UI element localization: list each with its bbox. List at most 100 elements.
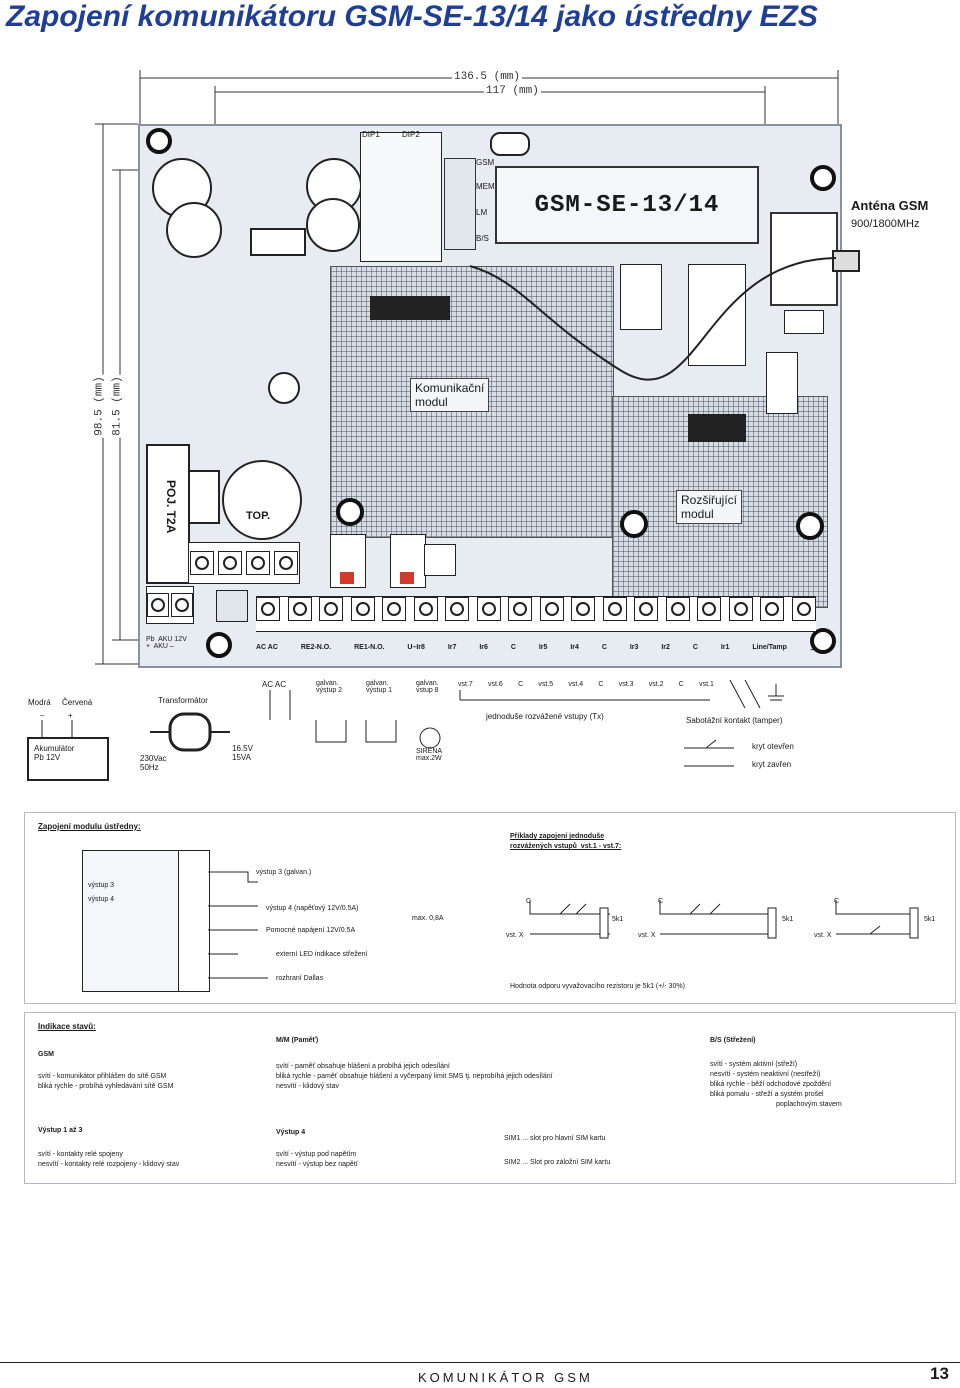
terminal-label: Ir6 (479, 644, 488, 651)
terminal-label: Ir4 (570, 644, 579, 651)
output4-line: nesvítí - výstup bez napětí (276, 1161, 358, 1168)
mounting-hole (620, 510, 648, 538)
bs-line: poplachovým stavem (776, 1101, 842, 1108)
fuse-holder (146, 444, 190, 584)
footer-title: KOMUNIKÁTOR GSM (418, 1370, 593, 1385)
ic-socket (688, 264, 746, 366)
terminal-label: Line/Tamp (752, 644, 787, 651)
examples-note: Hodnota odporu vyvažovacího rezistoru je… (510, 983, 685, 990)
battery-minus: – (40, 711, 45, 720)
battery-label: Akumulátor Pb 12V (34, 744, 75, 762)
bs-line: bliká rychle - běží odchodové zpoždění (710, 1081, 832, 1088)
mem-line: svítí - paměť obsahuje hlášení a probíhá… (276, 1063, 450, 1070)
module-connection-section (24, 812, 956, 1004)
input8-label: galvan. vstup 8 (416, 680, 439, 694)
page-title: Zapojení komunikátoru GSM-SE-13/14 jako … (6, 0, 818, 33)
example-c: C (526, 898, 532, 905)
page-number: 13 (930, 1364, 949, 1383)
tamper-open: kryt otevřen (752, 742, 794, 751)
bs-line: svítí - systém aktivní (střeží) (710, 1061, 798, 1068)
connector (216, 590, 248, 622)
bs-title: B/S (Střežení) (710, 1037, 756, 1044)
module-terminals (178, 850, 210, 992)
battery-plus: + (68, 711, 73, 720)
input-label: vst.4 (568, 681, 584, 688)
input-label: C (678, 681, 684, 688)
terminal-label: Ir5 (538, 644, 548, 651)
output13-line: nesvítí - kontakty relé rozpojeny - klid… (38, 1161, 180, 1168)
sim2-line: SIM2 ... Slot pro záložní SIM kartu (504, 1159, 611, 1166)
mem-title: M/M (Paměť) (276, 1037, 319, 1044)
jumper-block (330, 534, 366, 588)
mounting-hole (796, 512, 824, 540)
terminal-label: AC AC (256, 644, 278, 651)
example-c: C (658, 898, 664, 905)
example-c: C (834, 898, 840, 905)
terminal-row (256, 596, 816, 632)
led-bs: B/S (476, 234, 489, 243)
input-label: vst.3 (618, 681, 634, 688)
dip1-label: DIP1 (362, 130, 380, 139)
example-rk: 5k1 (782, 916, 794, 923)
expansion-module-label: Rozšiřující modul (676, 490, 743, 524)
led-lm: LM (476, 208, 488, 217)
terminal-label: C (692, 644, 698, 651)
terminal-label: ⊥ (809, 645, 816, 652)
module-wiring (208, 871, 268, 979)
example-vst: vst. X (506, 932, 524, 939)
battery-wire-blue: Modrá (28, 698, 51, 707)
tamper-title: Sabotážní kontakt (tamper) (686, 716, 783, 725)
antenna-band: 900/1800MHz (851, 218, 920, 230)
battery-wire-red: Červená (62, 698, 93, 707)
module-chip (370, 296, 450, 320)
terminal-label: C (510, 644, 516, 651)
module-drawing (82, 850, 180, 992)
input-label: C (598, 681, 604, 688)
example-vst: vst. X (638, 932, 656, 939)
module-connection-title: Zapojení modulu ústředny: (38, 822, 141, 831)
lcd-display: GSM-SE-13/14 (495, 166, 759, 244)
example-vst: vst. X (814, 932, 832, 939)
input-label: C (518, 681, 524, 688)
wiring-diagram (27, 679, 784, 781)
mounting-hole (810, 165, 836, 191)
bs-line: bliká pomalu - střeží a systém prošel (710, 1091, 824, 1098)
terminal-label: Ir7 (447, 644, 457, 651)
module-max: max. 0,8A (412, 915, 444, 922)
crystal (490, 132, 530, 156)
transformer-input: 230Vac 50Hz (140, 754, 167, 772)
capacitor (166, 202, 222, 258)
input-label: vst.1 (699, 681, 714, 688)
output4-title: Výstup 4 (276, 1129, 306, 1136)
ac-label: AC AC (262, 680, 287, 689)
input-label: vst.7 (458, 681, 473, 688)
terminal-label: Ir1 (720, 644, 730, 651)
mounting-hole (146, 128, 172, 154)
output1-label: galvan. výstup 1 (366, 680, 393, 694)
output13-line: svítí - kontakty relé spojeny (38, 1151, 123, 1158)
examples-title: Příklady zapojení jednoduše rozvážených … (510, 833, 622, 850)
mounting-hole (206, 632, 232, 658)
output2-label: galvan. výstup 2 (316, 680, 343, 694)
gsm-line: bliká rychle - probíhá vyhledávání sítě … (38, 1083, 174, 1090)
expansion-chip (688, 414, 746, 442)
indication-section (24, 1012, 956, 1184)
examples-diagram (529, 900, 919, 939)
footer-rule (0, 1362, 960, 1363)
terminal-labels: AC AC RE2-N.O. RE1-N.O. U–Ir8 Ir7 Ir6 C … (256, 644, 816, 652)
inputs-note: jednoduše rozvážené vstupy (Tx) (486, 712, 604, 721)
capacitor (306, 198, 360, 252)
capacitor-large (222, 460, 302, 540)
battery-terminal (146, 586, 194, 624)
gsm-line: svítí - komunikátor přihlášen do sítě GS… (38, 1073, 167, 1080)
sim1-line: SIM1 ... slot pro hlavní SIM kartu (504, 1135, 606, 1142)
tamper-closed: kryt zavřen (752, 760, 792, 769)
mounting-hole (336, 498, 364, 526)
battery-terminal-label: Pb AKU 12V + AKU – (146, 636, 187, 650)
switch (424, 544, 456, 576)
module-line: výstup 3 (galvan.) (256, 869, 312, 876)
terminal-label: Ir3 (629, 644, 639, 651)
output4-line: svítí - výstup pod napětím (276, 1151, 357, 1158)
ic-socket (766, 352, 798, 414)
terminal-label: U–Ir8 (407, 644, 425, 651)
